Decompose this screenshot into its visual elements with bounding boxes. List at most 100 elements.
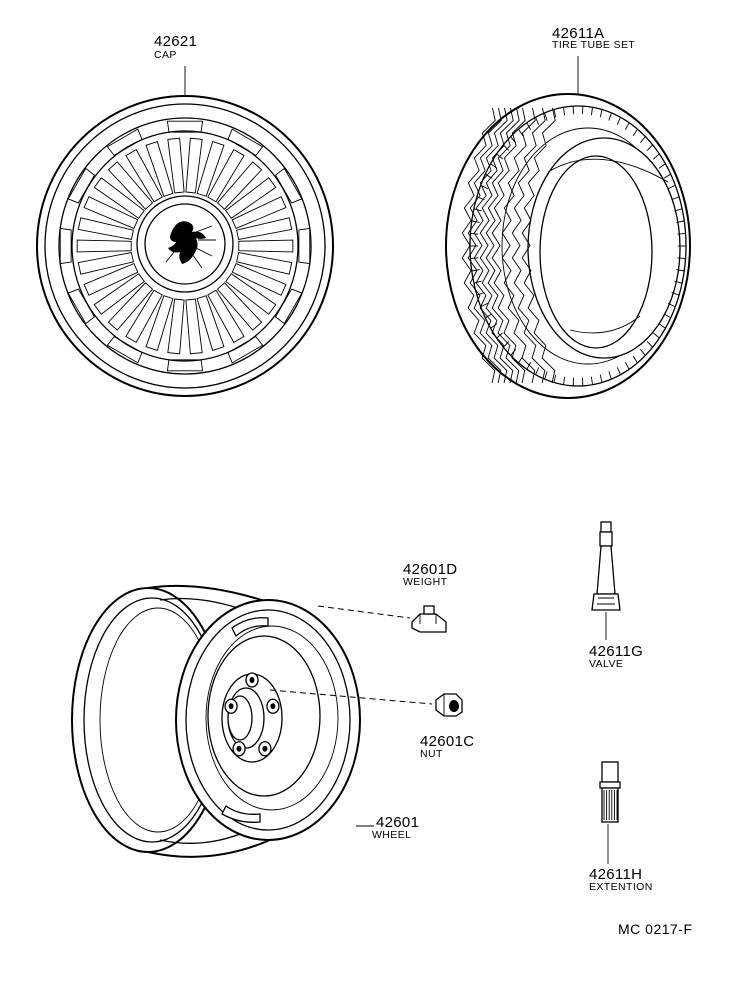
cap-spoke [107,161,154,210]
sidewall-rib [646,144,653,151]
sidewall-rib [471,269,480,272]
lug-nut [262,745,268,752]
sidewall-rib [590,376,593,385]
sidewall-rib [616,367,621,375]
sidewall-rib [671,291,680,296]
sidewall-rib [510,348,517,356]
lug-nut [249,677,255,683]
cap-spoke [236,252,293,275]
cap-spoke [83,262,139,296]
valve-name: VALVE [589,658,623,670]
cap-spoke [216,161,263,210]
sidewall-rib [490,323,498,329]
tread-zigzag [485,107,520,384]
sidewall-rib [473,280,482,284]
tread-zigzag [473,107,508,384]
weight-leader [317,605,411,619]
extension-name: EXTENTION [589,881,653,893]
cap-spoke [93,177,145,219]
label-tire-tube-set: 42611A TIRE TUBE SET [552,25,635,51]
sidewall-rib [653,332,660,339]
cap-slot [166,359,204,372]
cap-slot [166,120,204,133]
sidewall-rib [639,136,646,144]
nut-part [435,693,463,717]
cap-spoke [207,149,245,203]
cap-spoke [196,295,225,351]
sidewall-rib [471,220,480,223]
sidewall-rib [553,109,557,118]
cap-spoke [185,137,203,194]
sidewall-rib [485,173,493,179]
nut-name: NUT [420,748,443,760]
sidewall-rib [490,163,498,169]
lug-nut [228,703,234,710]
sidewall-rib [518,128,524,137]
cap-spoke [145,295,174,351]
sidewall-rib [518,355,524,364]
sidewall-rib [639,348,646,356]
sidewall-rib [608,371,612,380]
sidewall-rib [632,355,638,364]
valve-number: 42611G [589,643,643,660]
wheel-name: WHEEL [372,829,411,841]
sidewall-rib [677,257,686,259]
tread-zigzag [461,107,496,384]
cap-spokes [76,137,294,355]
sidewall-rib [526,122,532,130]
sidewall-rib [599,374,603,383]
cap-spoke [231,196,287,230]
cap-spoke [93,273,145,315]
cap-slot [227,336,264,364]
sidewall-rib [544,371,548,380]
cap-spoke [167,137,185,194]
weight-name: WEIGHT [403,576,448,588]
sidewall-rib [677,233,686,235]
sidewall-rib [658,163,666,169]
cap-spoke [125,289,163,343]
sidewall-rib [496,332,503,339]
cap-name: CAP [154,49,177,61]
sidewall-rib [676,269,685,272]
cap-spoke [225,177,277,219]
weight-number: 42601D [403,561,457,578]
sidewall-rib [674,280,683,284]
nut-leader [269,689,433,705]
sidewall-rib [658,323,666,329]
tire-sidewall-ribs [470,106,686,386]
sidewall-rib [674,208,683,212]
sidewall-rib [563,107,566,116]
sidewall-rib [563,376,566,385]
sidewall-rib [476,291,485,296]
tread-zigzag [521,107,556,384]
cap-slot [106,128,143,156]
weight-part [411,605,447,633]
extension-part [599,761,621,823]
sidewall-rib [667,184,676,190]
cap-spoke [145,141,174,197]
sidewall-rib [470,233,479,235]
cap-spoke [167,298,185,355]
sidewall-rib [624,362,630,370]
sidewall-rib [624,122,630,130]
sidewall-rib [590,107,593,116]
sidewall-rib [667,302,676,308]
sidewall-rib [646,341,653,348]
cap-slot [67,288,95,325]
cap-spoke [225,273,277,315]
sidewall-rib [632,128,638,137]
nut-number: 42601C [420,733,474,750]
sidewall-rib [526,362,532,370]
cap-slot [275,288,303,325]
sidewall-rib [663,313,671,319]
sidewall-rib [485,313,493,319]
tire [445,93,691,399]
cap-spoke [185,298,203,355]
sidewall-rib [535,367,540,375]
sidewall-rib [480,184,489,190]
sidewall-rib [535,117,540,125]
label-wheel: 42601 WHEEL [372,814,419,841]
cap-spoke [236,217,293,240]
sidewall-rib [503,144,510,151]
